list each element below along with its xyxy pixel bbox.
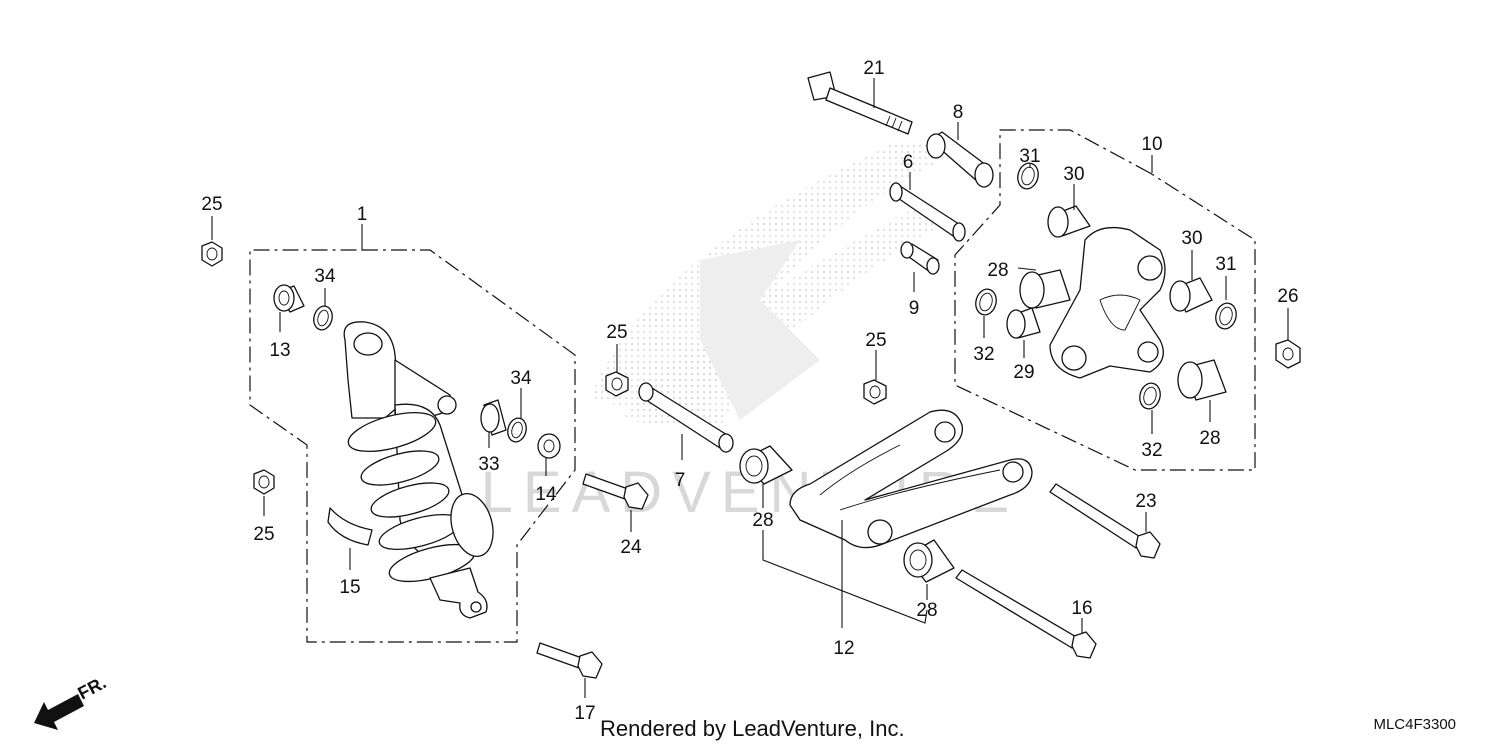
callout-17: 17	[574, 703, 595, 724]
callout-30-a: 30	[1063, 164, 1084, 185]
bolt-24	[582, 473, 649, 510]
callout-32-b: 32	[1141, 440, 1162, 461]
bushing-9	[900, 241, 940, 275]
seal-31-left	[1017, 162, 1039, 190]
nut-25-c	[605, 371, 629, 397]
bolt-23	[1049, 483, 1161, 559]
bearing-29	[1006, 307, 1041, 339]
callout-28-c: 28	[987, 260, 1008, 281]
callout-24: 24	[620, 537, 642, 558]
callout-34-a: 34	[314, 266, 336, 287]
callout-16: 16	[1071, 598, 1092, 619]
callout-8: 8	[953, 102, 964, 123]
callout-14: 14	[535, 484, 557, 505]
label-15	[327, 507, 373, 546]
callout-33: 33	[478, 454, 499, 475]
callout-13: 13	[269, 340, 290, 361]
collar-14	[537, 433, 561, 459]
bearing-28-c	[1019, 269, 1071, 309]
callout-labels: 1 6 7 8 9 10 12 13 14 15 16 17 21 23 24 …	[201, 58, 1298, 724]
collar-7	[638, 382, 734, 453]
callout-10: 10	[1141, 134, 1162, 155]
leader-lines	[211, 78, 1289, 698]
nut-25-b	[253, 469, 275, 495]
seal-34-lower	[507, 417, 527, 443]
bushing-13	[273, 284, 305, 313]
bearing-30-left	[1047, 205, 1091, 238]
callout-7: 7	[675, 470, 686, 491]
group-outline-10	[954, 129, 1256, 471]
nut-25-d	[863, 379, 887, 405]
callout-25-b: 25	[253, 524, 274, 545]
callout-30-b: 30	[1181, 228, 1202, 249]
rear-shock-absorber	[343, 321, 494, 619]
group-outline-1	[249, 249, 576, 643]
callout-28-d: 28	[1199, 428, 1220, 449]
bolt-21	[807, 71, 913, 135]
callout-32-a: 32	[973, 344, 994, 365]
callout-9: 9	[909, 298, 920, 319]
collar-6	[889, 182, 966, 242]
callout-23: 23	[1135, 491, 1156, 512]
callout-26: 26	[1277, 286, 1298, 307]
bolt-17	[536, 642, 603, 679]
render-credit: Rendered by LeadVenture, Inc.	[600, 716, 905, 741]
nut-26	[1275, 339, 1301, 369]
seal-34-upper	[313, 305, 333, 331]
callout-6: 6	[903, 152, 914, 173]
shock-link-10	[1049, 226, 1166, 379]
callout-31-b: 31	[1215, 254, 1236, 275]
callout-28-a: 28	[752, 510, 773, 531]
callout-12: 12	[833, 638, 854, 659]
bearing-28-a	[739, 445, 793, 485]
callout-15: 15	[339, 577, 360, 598]
callout-34-b: 34	[510, 368, 532, 389]
bearing-33	[480, 399, 507, 436]
callout-29: 29	[1013, 362, 1034, 383]
seal-32-upper	[975, 288, 997, 316]
nut-25-a	[201, 241, 223, 267]
diagram-code: MLC4F3300	[1373, 716, 1456, 733]
bearing-30-right	[1169, 277, 1213, 313]
callout-21: 21	[863, 58, 884, 79]
collar-8	[926, 131, 994, 188]
group-bracket-12	[762, 530, 928, 624]
callout-1: 1	[357, 204, 368, 225]
callout-25-a: 25	[201, 194, 222, 215]
bolt-16	[955, 569, 1097, 659]
seal-32-lower	[1139, 382, 1161, 410]
callout-25-d: 25	[865, 330, 886, 351]
front-direction-indicator: FR.	[34, 672, 109, 730]
seal-31-right	[1215, 302, 1237, 330]
bearing-28-b	[903, 539, 955, 583]
bearing-28-d	[1177, 359, 1227, 401]
callout-28-b: 28	[916, 600, 937, 621]
callout-31-a: 31	[1019, 146, 1040, 167]
callout-25-c: 25	[606, 322, 627, 343]
shock-link-arm-12	[789, 409, 1033, 549]
front-arrow-icon	[34, 694, 84, 730]
